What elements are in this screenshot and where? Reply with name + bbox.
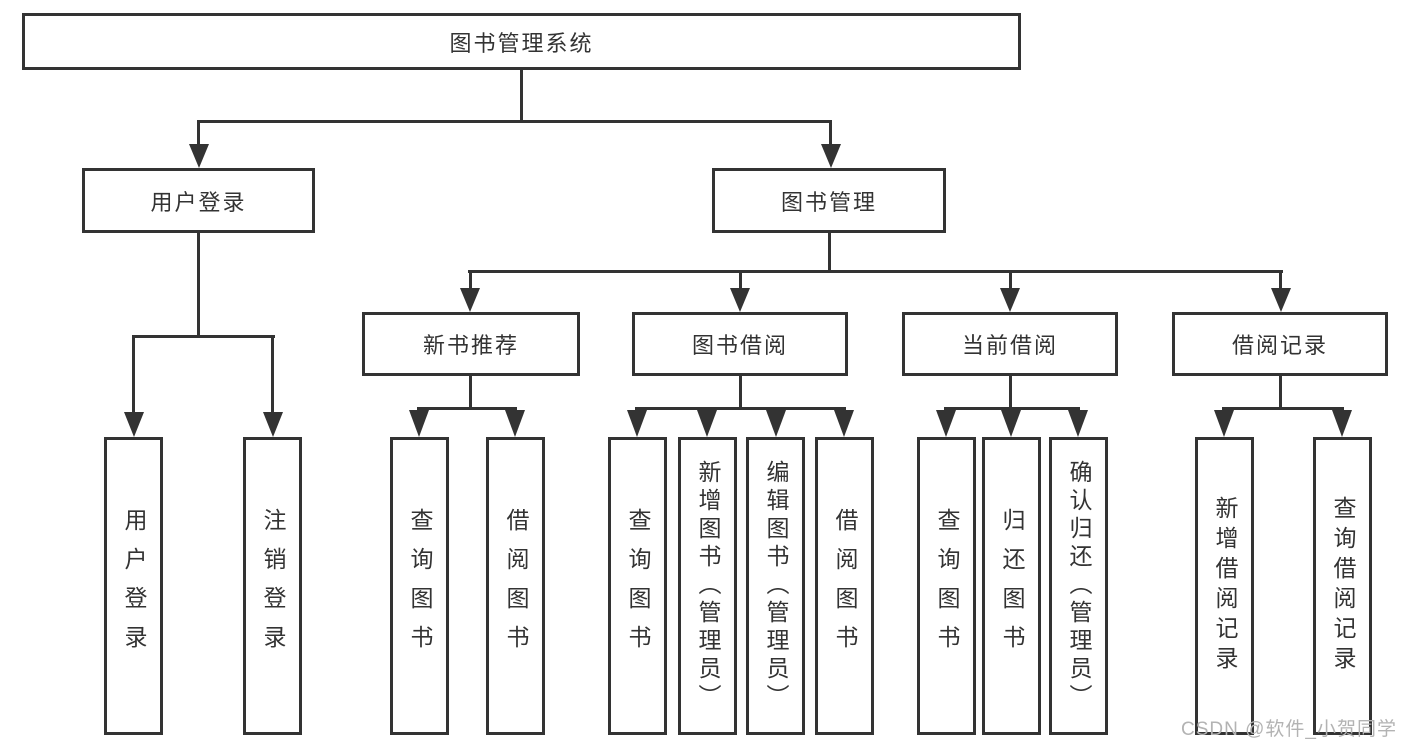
- connector-book-borrow-bar: [635, 407, 846, 410]
- leaf-borrow-book-1-label: 借阅图书: [503, 508, 529, 664]
- leaf-return-book-label: 归还图书: [999, 508, 1025, 664]
- connector-drop-current-borrow: [1009, 270, 1012, 289]
- arrow-down-icon: [766, 410, 786, 437]
- leaf-add-borrow-record: 新增借阅记录: [1195, 437, 1254, 735]
- connector-borrow-records-bar: [1222, 407, 1344, 410]
- leaf-query-borrow-record-label: 查询借阅记录: [1330, 496, 1356, 676]
- leaf-logout-label: 注销登录: [260, 508, 286, 664]
- leaf-query-book-1-label: 查询图书: [407, 508, 433, 664]
- arrow-down-icon: [124, 412, 144, 437]
- arrow-down-icon: [1000, 288, 1020, 312]
- leaf-query-book-3-label: 查询图书: [934, 508, 960, 664]
- leaf-borrow-book-1: 借阅图书: [486, 437, 545, 735]
- leaf-add-book: 新增图书（管理员）: [678, 437, 737, 735]
- arrow-down-icon: [936, 410, 956, 437]
- leaf-return-book: 归还图书: [982, 437, 1041, 735]
- connector-root-bar: [197, 120, 832, 123]
- node-root-label: 图书管理系统: [449, 30, 594, 56]
- node-borrow-records-label: 借阅记录: [1231, 333, 1328, 358]
- node-book-mgmt-label: 图书管理: [780, 189, 877, 215]
- connector-current-borrow-stub: [1009, 376, 1012, 407]
- connector-new-book-rec-stub: [469, 376, 472, 407]
- leaf-user-login-label: 用户登录: [121, 508, 147, 664]
- connector-root-stub: [520, 70, 523, 120]
- leaf-confirm-return: 确认归还（管理员）: [1049, 437, 1108, 735]
- arrow-down-icon: [1001, 410, 1021, 437]
- node-book-mgmt: 图书管理: [712, 168, 946, 233]
- connector-new-book-rec-bar: [417, 407, 517, 410]
- connector-drop-logout-leaf: [271, 335, 274, 413]
- leaf-confirm-return-label: 确认归还（管理员）: [1066, 460, 1092, 712]
- arrow-down-icon: [1214, 410, 1234, 437]
- connector-drop-book-borrow: [739, 270, 742, 289]
- arrow-down-icon: [834, 410, 854, 437]
- leaf-query-borrow-record: 查询借阅记录: [1313, 437, 1372, 735]
- node-root: 图书管理系统: [22, 13, 1021, 70]
- connector-book-mgmt-bar: [468, 270, 1283, 273]
- leaf-query-book-3: 查询图书: [917, 437, 976, 735]
- node-current-borrow-label: 当前借阅: [961, 333, 1058, 358]
- leaf-query-book-2: 查询图书: [608, 437, 667, 735]
- connector-user-login-stub: [197, 233, 200, 335]
- arrow-down-icon: [730, 288, 750, 312]
- node-borrow-records: 借阅记录: [1172, 312, 1388, 376]
- node-user-login-label: 用户登录: [150, 189, 247, 215]
- arrow-down-icon: [460, 288, 480, 312]
- connector-user-login-bar: [132, 335, 275, 338]
- connector-drop-book-mgmt: [829, 120, 832, 145]
- connector-drop-borrow-records: [1279, 270, 1282, 289]
- arrow-down-icon: [1271, 288, 1291, 312]
- connector-book-mgmt-stub: [828, 233, 831, 270]
- arrow-down-icon: [821, 144, 841, 168]
- node-new-book-rec: 新书推荐: [362, 312, 580, 376]
- csdn-watermark: CSDN @软件_小贺同学: [1181, 719, 1397, 740]
- connector-borrow-records-stub: [1279, 376, 1282, 407]
- arrow-down-icon: [409, 410, 429, 437]
- connector-book-borrow-stub: [739, 376, 742, 407]
- node-book-borrow-label: 图书借阅: [691, 333, 788, 358]
- connector-drop-new-book-rec: [469, 270, 472, 289]
- arrow-down-icon: [189, 144, 209, 168]
- leaf-query-book-1: 查询图书: [390, 437, 449, 735]
- leaf-edit-book-label: 编辑图书（管理员）: [763, 460, 789, 712]
- leaf-add-book-label: 新增图书（管理员）: [695, 460, 721, 712]
- connector-drop-user-login: [197, 120, 200, 145]
- node-current-borrow: 当前借阅: [902, 312, 1118, 376]
- leaf-borrow-book-2-label: 借阅图书: [832, 508, 858, 664]
- leaf-user-login: 用户登录: [104, 437, 163, 735]
- arrow-down-icon: [1068, 410, 1088, 437]
- node-book-borrow: 图书借阅: [632, 312, 848, 376]
- leaf-edit-book: 编辑图书（管理员）: [746, 437, 805, 735]
- node-user-login: 用户登录: [82, 168, 315, 233]
- leaf-add-borrow-record-label: 新增借阅记录: [1212, 496, 1238, 676]
- arrow-down-icon: [1332, 410, 1352, 437]
- connector-current-borrow-bar: [944, 407, 1080, 410]
- leaf-logout: 注销登录: [243, 437, 302, 735]
- arrow-down-icon: [627, 410, 647, 437]
- leaf-query-book-2-label: 查询图书: [625, 508, 651, 664]
- arrow-down-icon: [263, 412, 283, 437]
- node-new-book-rec-label: 新书推荐: [422, 333, 519, 358]
- arrow-down-icon: [697, 410, 717, 437]
- arrow-down-icon: [505, 410, 525, 437]
- leaf-borrow-book-2: 借阅图书: [815, 437, 874, 735]
- connector-drop-login-leaf: [132, 335, 135, 413]
